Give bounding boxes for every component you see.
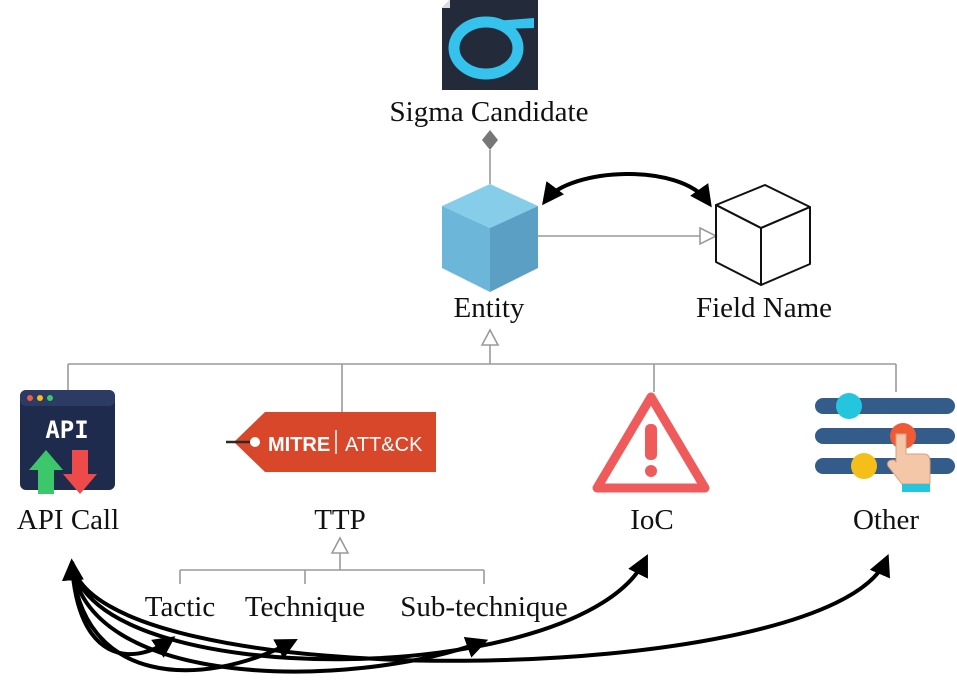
arrow-down-icon bbox=[63, 450, 97, 494]
api-icon-text: API bbox=[45, 416, 88, 444]
sub-technique-label: Sub-technique bbox=[400, 591, 568, 623]
ttp-hierarchy-tree bbox=[179, 536, 485, 584]
sigma-candidate-label: Sigma Candidate bbox=[390, 96, 589, 128]
entity-field-connector bbox=[538, 226, 718, 246]
entity-field-association-arrow bbox=[542, 172, 712, 208]
outline-cube-icon bbox=[715, 184, 811, 286]
entity-label: Entity bbox=[454, 292, 525, 324]
attack-text: ATT&CK bbox=[345, 434, 423, 456]
other-label: Other bbox=[853, 504, 919, 536]
api-call-label: API Call bbox=[17, 504, 119, 536]
api-call-association-arrows bbox=[62, 553, 890, 674]
mitre-text: MITRE bbox=[268, 434, 330, 456]
tactic-label: Tactic bbox=[145, 591, 215, 623]
sigma-logo-icon bbox=[442, 0, 538, 90]
composition-connector bbox=[482, 130, 498, 184]
ttp-label: TTP bbox=[314, 504, 366, 536]
api-window-icon: API bbox=[20, 390, 115, 494]
list-hand-icon bbox=[815, 393, 955, 492]
field-name-label: Field Name bbox=[696, 292, 832, 324]
warning-triangle-icon bbox=[592, 392, 710, 493]
blue-cube-icon bbox=[442, 184, 538, 292]
technique-label: Technique bbox=[245, 591, 365, 623]
arrow-up-icon bbox=[29, 450, 63, 494]
mitre-attack-tag-icon: MITRE ATT&CK bbox=[226, 412, 436, 472]
ioc-label: IoC bbox=[630, 504, 674, 536]
entity-hierarchy-tree bbox=[67, 328, 897, 412]
